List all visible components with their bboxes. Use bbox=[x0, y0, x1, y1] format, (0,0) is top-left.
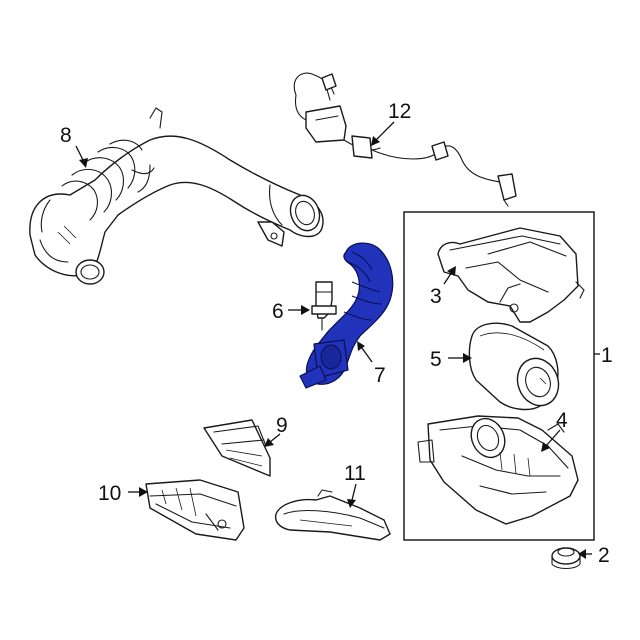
callout-10: 10 bbox=[98, 482, 121, 505]
grommet-part bbox=[551, 547, 581, 570]
intake-tube-part bbox=[29, 107, 324, 285]
callout-4: 4 bbox=[556, 409, 568, 432]
duct-part bbox=[274, 489, 391, 541]
air-cleaner-assembly-box bbox=[403, 211, 595, 541]
air-cleaner-housing-part bbox=[417, 415, 579, 525]
callout-9: 9 bbox=[276, 414, 288, 437]
callout-7: 7 bbox=[374, 364, 386, 387]
callout-labels: 1 2 3 4 5 6 7 8 9 10 11 12 bbox=[60, 100, 613, 567]
callout-12: 12 bbox=[388, 100, 411, 123]
leader-lines bbox=[75, 121, 600, 559]
callout-6: 6 bbox=[272, 300, 284, 323]
callout-2: 2 bbox=[598, 544, 610, 567]
callout-11: 11 bbox=[344, 462, 366, 485]
filter-element-part bbox=[203, 419, 271, 477]
air-filter-part bbox=[468, 322, 560, 411]
callout-3: 3 bbox=[430, 285, 442, 308]
wiring-harness-part bbox=[293, 72, 517, 207]
callout-5: 5 bbox=[430, 348, 442, 371]
sensor-part bbox=[311, 281, 337, 331]
callout-8: 8 bbox=[60, 124, 72, 147]
callout-1: 1 bbox=[601, 344, 613, 367]
air-cleaner-cover-part bbox=[437, 227, 585, 323]
air-duct-part-highlighted bbox=[299, 242, 394, 389]
resonator-box-part bbox=[145, 479, 245, 541]
